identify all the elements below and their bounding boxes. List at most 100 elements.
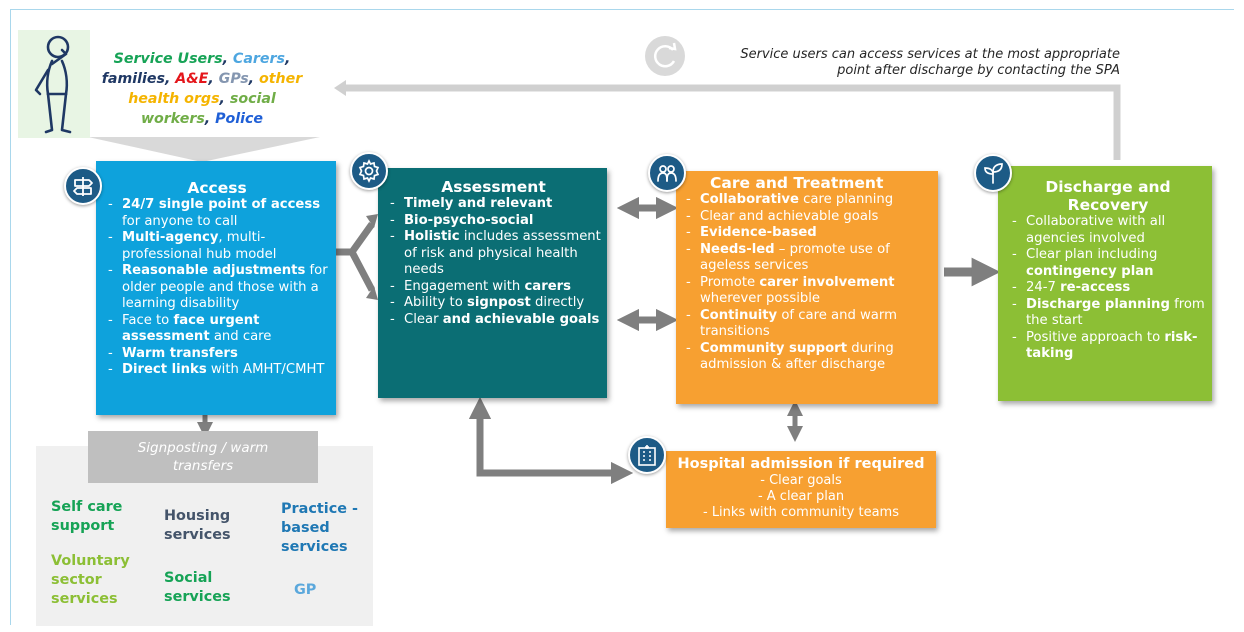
discharge-item: 24-7 re-access [1008, 280, 1208, 297]
care-item-text: Clear and achievable goals [700, 208, 879, 224]
assessment-hospital-arrow [468, 396, 634, 485]
signposting-box: Signposting / warm transfers [88, 431, 318, 483]
stakeholder-segment: , [204, 111, 216, 127]
care-item-text: wherever possible [700, 291, 821, 306]
person-thinking-icon [18, 30, 90, 138]
reaccess-note: Service users can access services at the… [700, 47, 1120, 79]
assessment-item-text: Engagement with [404, 278, 525, 294]
care-item-text: Evidence-based [700, 225, 817, 240]
discharge-item-text: Clear plan including [1026, 247, 1158, 262]
discharge-item: Discharge planning from the start [1008, 297, 1208, 330]
care-item: Collaborative care planning [682, 192, 934, 209]
assessment-item-text: Timely and relevant [404, 196, 553, 211]
discharge-item: Clear plan including contingency plan [1008, 247, 1208, 280]
assessment-item-text: Ability to [404, 295, 467, 310]
assessment-item: Timely and relevant [386, 196, 601, 213]
care-item-text: care planning [798, 192, 894, 207]
frame-left-border [10, 9, 11, 625]
care-item-text: of care and warm transitions [700, 307, 897, 340]
access-item: Warm transfers [104, 346, 330, 363]
care-treatment-box: Care and Treatment Collaborative care pl… [676, 171, 938, 404]
discharge-item: Positive approach to risk-taking [1008, 330, 1208, 363]
stakeholders-line4: workers, Police [96, 109, 308, 129]
access-item-text: Direct links [122, 362, 207, 377]
discharge-box: Discharge and Recovery Collaborative wit… [998, 166, 1212, 401]
care-list: Collaborative care planningClear and ach… [682, 192, 934, 374]
outcome-social: Social services [164, 570, 231, 605]
access-item-text: Multi-agency [122, 230, 219, 245]
frame-top-border [10, 9, 1234, 10]
stakeholder-segment: Police [215, 111, 264, 127]
reaccess-loop-arrow [346, 84, 1121, 160]
stakeholder-segment: Service Users [113, 51, 223, 67]
assessment-item: Bio-psycho-social [386, 213, 601, 230]
access-item: Face to face urgent assessment and care [104, 313, 330, 346]
signposting-line2: transfers [172, 458, 234, 474]
stakeholder-segment: , [248, 71, 259, 87]
care-item: Needs-led – promote use of ageless servi… [682, 242, 934, 275]
access-item: Multi-agency, multi-professional hub mod… [104, 230, 330, 263]
assessment-title: Assessment [441, 178, 546, 196]
access-item-text: for older people and those with a learni… [122, 263, 328, 311]
access-item-text: with AMHT/CMHT [206, 362, 325, 377]
outcome-housing: Housing services [164, 508, 231, 543]
stakeholder-segment: GPs [218, 71, 249, 87]
stakeholders-text: Service Users, Carers,families, A&E, GPs… [96, 49, 308, 129]
care-item-text: – promote use of ageless services [700, 241, 890, 274]
hospital-box: Hospital admission if required - Clear g… [666, 451, 936, 528]
discharge-item-text: Collaborative with all agencies involved [1026, 214, 1166, 246]
discharge-item-text: risk-taking [1026, 329, 1198, 362]
assessment-item: Engagement with carers [386, 279, 601, 296]
assessment-item-text: Clear [404, 311, 443, 327]
access-list: 24/7 single point of access for anyone t… [104, 197, 330, 379]
hospital-item-3: - Links with community teams [702, 505, 899, 520]
stakeholders-line2: families, A&E, GPs, other [96, 69, 308, 89]
access-item-text: 24/7 single point of access [122, 197, 321, 212]
signposting-line1: Signposting / warm [137, 440, 269, 456]
assessment-box: Assessment Timely and relevantBio-psycho… [378, 168, 607, 398]
hospital-title: Hospital admission if required [677, 456, 925, 472]
assessment-list: Timely and relevantBio-psycho-socialHoli… [386, 196, 601, 328]
care-item-text: Community support [700, 340, 847, 356]
assessment-item: Clear and achievable goals [386, 312, 601, 329]
access-item: 24/7 single point of access for anyone t… [104, 197, 330, 230]
stakeholder-segment: families [101, 71, 165, 87]
discharge-item-text: from the start [1026, 296, 1205, 329]
care-item-text: Needs-led [700, 241, 775, 257]
access-item-text: , multi-professional hub model [122, 230, 277, 262]
access-fork-arrow [336, 221, 376, 292]
refresh-icon [645, 36, 685, 76]
assessment-item-text: signpost [466, 295, 531, 310]
outcome-voluntary: Voluntary sector services [51, 553, 130, 607]
discharge-list: Collaborative with all agencies involved… [1008, 214, 1208, 363]
outcome-self-care: Self care support [51, 499, 123, 534]
reaccess-loop-arrowhead [334, 80, 346, 96]
access-item-text: Reasonable adjustments [122, 263, 306, 278]
reaccess-note-line1: Service users can access services at the… [740, 47, 1120, 62]
discharge-item-text: Positive approach to [1026, 329, 1165, 345]
access-box: Access 24/7 single point of access for a… [96, 161, 336, 415]
assessment-item: Ability to signpost directly [386, 295, 601, 312]
care-item-text: during admission & after discharge [700, 340, 894, 373]
care-item-text: carer involvement [759, 274, 895, 290]
care-item: Clear and achievable goals [682, 209, 934, 226]
access-item-text: face urgent assessment [122, 312, 260, 345]
care-item-text: Collaborative [700, 192, 799, 207]
stakeholder-segment: , [222, 51, 233, 67]
discharge-item-text: contingency plan [1026, 263, 1154, 279]
stakeholder-segment: health orgs [128, 91, 220, 107]
stakeholder-segment: , [164, 71, 176, 87]
stakeholder-segment: Carers [232, 51, 285, 67]
discharge-title-line2: Recovery [1067, 196, 1149, 214]
discharge-item-text: 24-7 [1026, 280, 1061, 295]
stakeholder-segment: , [284, 51, 291, 67]
discharge-title-line1: Discharge and [1045, 178, 1171, 196]
care-item: Promote carer involvement wherever possi… [682, 275, 934, 308]
access-item-text: Warm transfers [122, 345, 238, 361]
plant-icon [974, 154, 1012, 192]
assessment-item: Holistic includes assessment of risk and… [386, 229, 601, 279]
assessment-item-text: carers [524, 278, 572, 294]
outcome-practice: Practice - based services [281, 501, 358, 555]
signpost-icon [64, 167, 102, 205]
